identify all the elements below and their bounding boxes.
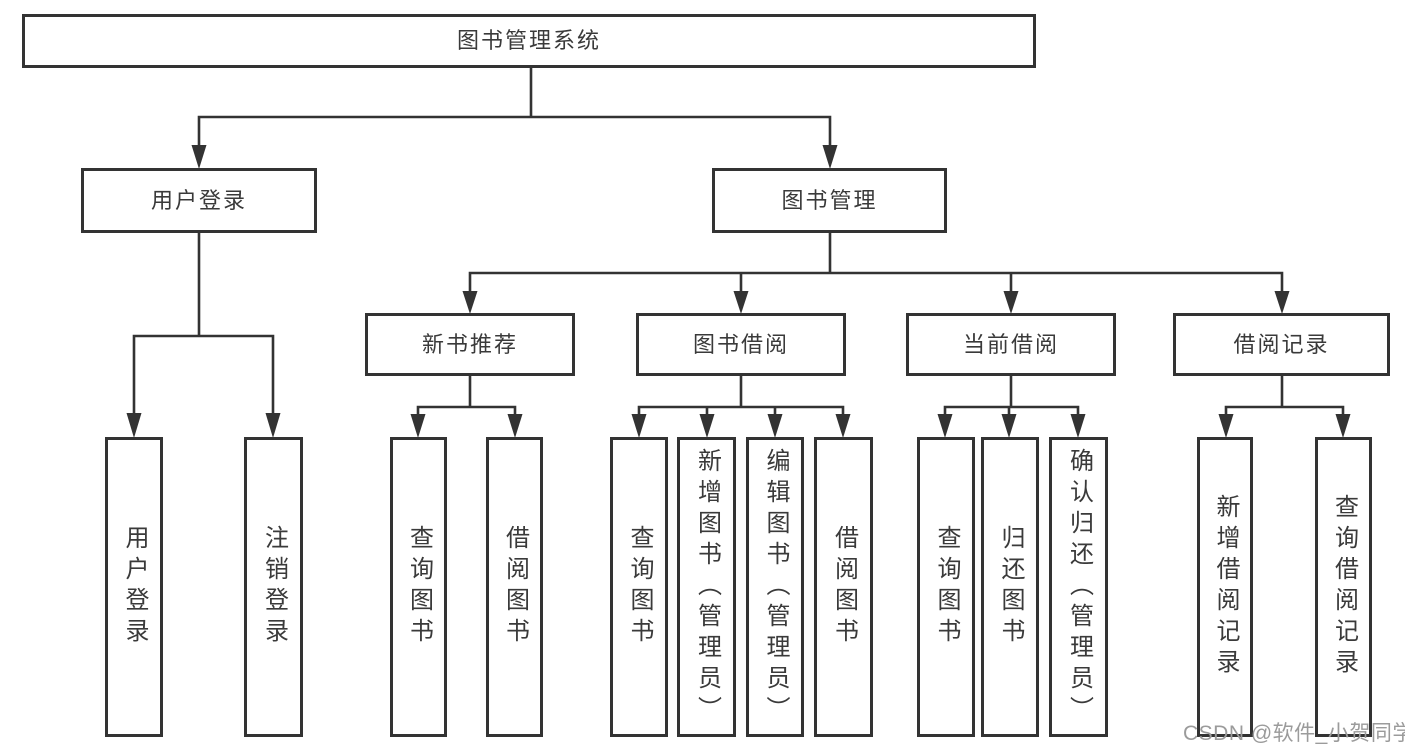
connector-borrow-records-to-leaves <box>1224 374 1345 418</box>
node-current-borrowing: 当前借阅 <box>906 313 1116 376</box>
node-label: 图书管理 <box>781 187 878 213</box>
node-label: 新书推荐 <box>421 331 518 357</box>
connector-book-management-to-level3 <box>468 231 1284 294</box>
node-label: 图书借阅 <box>692 331 789 357</box>
leaf-query-books-recommend: 查询图书 <box>390 437 447 737</box>
leaf-edit-book-admin: 编辑图书（管理员） <box>746 437 804 737</box>
node-library-management-system: 图书管理系统 <box>22 14 1036 68</box>
leaf-borrow-books: 借阅图书 <box>814 437 873 737</box>
leaf-query-books-borrow: 查询图书 <box>610 437 668 737</box>
node-label: 查询借阅记录 <box>1330 494 1358 680</box>
connector-user-login-to-leaves <box>132 231 275 417</box>
node-label: 查询图书 <box>405 525 433 649</box>
node-label: 新增借阅记录 <box>1212 494 1239 680</box>
leaf-add-book-admin: 新增图书（管理员） <box>677 437 736 737</box>
node-label: 查询图书 <box>626 525 653 649</box>
node-label: 注销登录 <box>260 525 288 649</box>
node-label: 借阅记录 <box>1233 331 1330 357</box>
node-label: 借阅图书 <box>830 525 858 649</box>
connector-current-borrow-to-leaves <box>943 374 1080 418</box>
leaf-query-books-current: 查询图书 <box>917 437 975 737</box>
node-label: 图书管理系统 <box>456 28 601 53</box>
node-new-book-recommendation: 新书推荐 <box>365 313 575 376</box>
node-book-borrowing: 图书借阅 <box>636 313 846 376</box>
node-label: 查询图书 <box>933 525 960 649</box>
leaf-confirm-return-admin: 确认归还（管理员） <box>1049 437 1108 737</box>
leaf-query-borrow-record: 查询借阅记录 <box>1315 437 1372 737</box>
node-label: 用户登录 <box>150 187 247 213</box>
leaf-logout: 注销登录 <box>244 437 303 737</box>
node-label: 用户登录 <box>121 525 148 649</box>
node-label: 新增图书（管理员） <box>693 447 721 727</box>
connector-book-borrow-to-leaves <box>637 374 845 418</box>
node-user-login: 用户登录 <box>81 168 317 233</box>
node-borrowing-records: 借阅记录 <box>1173 313 1390 376</box>
node-label: 借阅图书 <box>501 525 529 649</box>
connector-new-book-recommend-to-leaves <box>416 374 517 418</box>
node-label: 当前借阅 <box>962 331 1059 357</box>
node-label: 编辑图书（管理员） <box>762 447 789 727</box>
connector-root-to-level2 <box>197 66 832 149</box>
leaf-borrow-books-recommend: 借阅图书 <box>486 437 543 737</box>
leaf-user-login: 用户登录 <box>105 437 163 737</box>
leaf-return-books: 归还图书 <box>981 437 1039 737</box>
node-label: 确认归还（管理员） <box>1065 447 1093 727</box>
csdn-watermark: CSDN @软件_小贺同学 <box>1183 722 1405 745</box>
node-label: 归还图书 <box>997 525 1024 649</box>
node-book-management: 图书管理 <box>712 168 947 233</box>
leaf-add-borrow-record: 新增借阅记录 <box>1197 437 1253 737</box>
